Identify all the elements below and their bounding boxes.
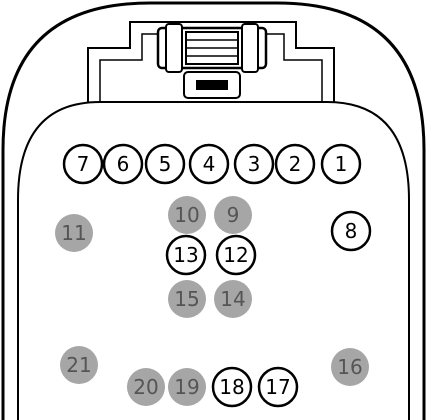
pin-18: 18 xyxy=(211,366,253,408)
pin-14: 14 xyxy=(214,280,252,318)
pin-3-label: 3 xyxy=(248,152,261,176)
pin-3: 3 xyxy=(233,143,275,185)
pin-16: 16 xyxy=(331,348,369,386)
pin-11: 11 xyxy=(55,214,93,252)
pin-9-marker xyxy=(214,196,252,234)
pin-6: 6 xyxy=(102,143,144,185)
pin-3-marker xyxy=(233,143,275,185)
board-inner-edge xyxy=(17,101,410,420)
pin-1-marker xyxy=(320,143,362,185)
pin-21-marker xyxy=(60,346,98,384)
pin-8-marker xyxy=(330,210,372,252)
pin-5-label: 5 xyxy=(159,152,172,176)
pin-15-label: 15 xyxy=(174,287,199,311)
pin-12: 12 xyxy=(215,234,257,276)
pin-19-marker xyxy=(168,368,206,406)
pin-12-marker xyxy=(215,234,257,276)
pin-17-marker xyxy=(257,366,299,408)
pin-16-marker xyxy=(331,348,369,386)
pin-8-label: 8 xyxy=(345,219,358,243)
pin-6-marker xyxy=(102,143,144,185)
pin-10-label: 10 xyxy=(174,203,199,227)
pin-14-marker xyxy=(214,280,252,318)
pin-17-label: 17 xyxy=(265,375,290,399)
pin-12-label: 12 xyxy=(223,243,248,267)
pin-20-label: 20 xyxy=(133,375,158,399)
pin-2-label: 2 xyxy=(289,152,302,176)
pin-7-label: 7 xyxy=(77,152,90,176)
usb-connector-icon xyxy=(156,23,268,99)
pin-1: 1 xyxy=(320,143,362,185)
pin-7-marker xyxy=(62,143,104,185)
pin-18-marker xyxy=(211,366,253,408)
pin-16-label: 16 xyxy=(337,355,362,379)
connector-housing xyxy=(87,21,335,102)
pin-18-label: 18 xyxy=(219,375,244,399)
pin-13: 13 xyxy=(165,234,207,276)
pin-9-label: 9 xyxy=(227,203,240,227)
pin-5-marker xyxy=(144,143,186,185)
pin-10: 10 xyxy=(168,196,206,234)
pin-13-marker xyxy=(165,234,207,276)
pin-2-marker xyxy=(274,143,316,185)
pin-11-label: 11 xyxy=(61,221,86,245)
pin-11-marker xyxy=(55,214,93,252)
pin-19-label: 19 xyxy=(174,375,199,399)
pin-20: 20 xyxy=(127,368,165,406)
pin-9: 9 xyxy=(214,196,252,234)
pin-4-marker xyxy=(188,143,230,185)
pin-6-label: 6 xyxy=(117,152,130,176)
pin-21: 21 xyxy=(60,346,98,384)
pin-2: 2 xyxy=(274,143,316,185)
pin-15-marker xyxy=(168,280,206,318)
pin-5: 5 xyxy=(144,143,186,185)
pin-4-label: 4 xyxy=(203,152,216,176)
pin-15: 15 xyxy=(168,280,206,318)
pin-17: 17 xyxy=(257,366,299,408)
pin-20-marker xyxy=(127,368,165,406)
pin-13-label: 13 xyxy=(173,243,198,267)
pin-10-marker xyxy=(168,196,206,234)
pin-1-label: 1 xyxy=(335,152,348,176)
pin-14-label: 14 xyxy=(220,287,245,311)
pin-19: 19 xyxy=(168,368,206,406)
pin-21-label: 21 xyxy=(66,353,91,377)
pin-8: 8 xyxy=(330,210,372,252)
pin-7: 7 xyxy=(62,143,104,185)
pin-4: 4 xyxy=(188,143,230,185)
